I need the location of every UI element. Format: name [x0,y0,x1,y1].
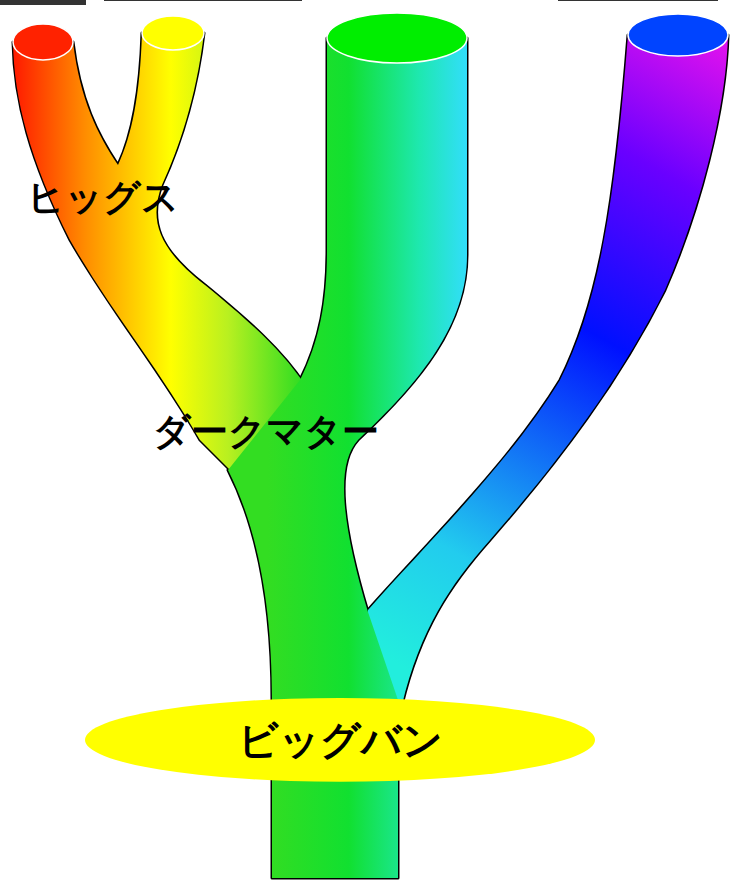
green-trunk [228,38,467,878]
header-line [104,0,302,1]
tube-outline [13,33,728,878]
tube-fill [13,33,728,878]
yellow-top [142,16,204,50]
region-label: ヒッグス [27,178,179,219]
node-label: ビッグバン [238,718,443,762]
ellipse-node: ビッグバン [85,698,595,782]
blue-top [628,14,728,56]
trunk-outline [228,38,467,878]
region-label: ダークマター [153,412,379,453]
red-top [13,24,73,60]
node-ellipse [85,698,595,782]
header-bar [0,0,86,5]
tube-tops [13,13,728,63]
header-line [558,0,718,1]
green-top [327,13,467,63]
